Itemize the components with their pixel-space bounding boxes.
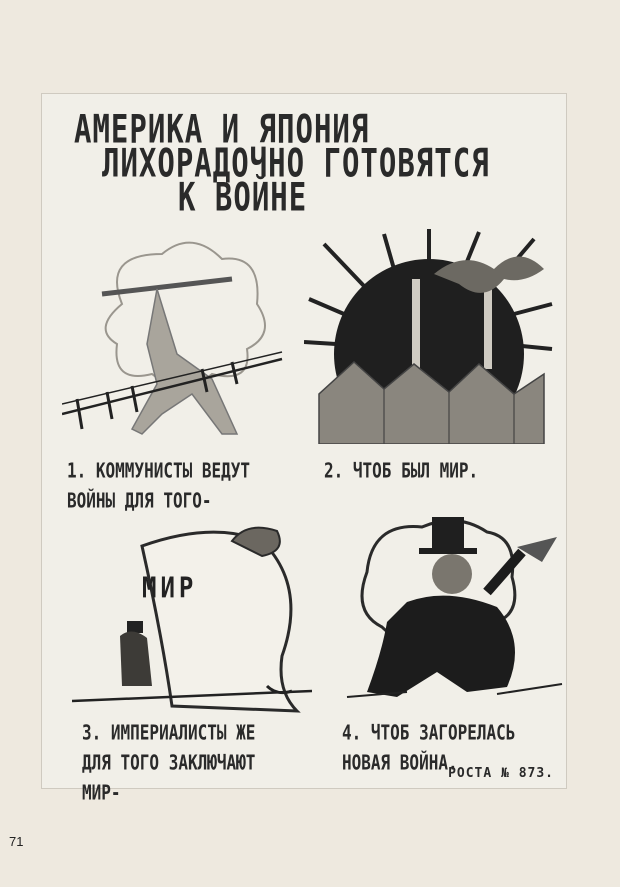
poster: АМЕРИКА И ЯПОНИЯ ЛИХОРАДОЧНО ГОТОВЯТСЯ К… bbox=[41, 93, 567, 804]
peace-sign-text: МИР bbox=[142, 571, 198, 605]
caption-2: 2. ЧТОБ БЫЛ МИР. bbox=[324, 458, 479, 483]
panel-4-capitalist-illustration bbox=[346, 517, 563, 698]
panel-1-worker-illustration bbox=[62, 241, 283, 435]
caption-3: 3. ИМПЕРИАЛИСТЫ ЖЕ ДЛЯ ТОГО ЗАКЛЮЧАЮТ МИ… bbox=[82, 720, 256, 805]
poster-title-line-2: ЛИХОРАДОЧНО ГОТОВЯТСЯ bbox=[102, 140, 490, 186]
caption-4: 4. ЧТОБ ЗАГОРЕЛАСЬ НОВАЯ ВОЙНА. bbox=[342, 720, 516, 775]
poster-title-line-1: АМЕРИКА И ЯПОНИЯ bbox=[74, 106, 370, 152]
panel-3-peace-sign-illustration bbox=[72, 526, 312, 713]
rosta-signature: РОСТА № 873. bbox=[448, 766, 554, 781]
page-number: 71 bbox=[9, 834, 24, 849]
poster-title-line-3: К ВОЙНЕ bbox=[178, 174, 308, 220]
panel-2-factory-sun-illustration bbox=[304, 229, 553, 444]
caption-1: 1. КОММУНИСТЫ ВЕДУТ ВОЙНЫ ДЛЯ ТОГО- bbox=[67, 458, 251, 513]
